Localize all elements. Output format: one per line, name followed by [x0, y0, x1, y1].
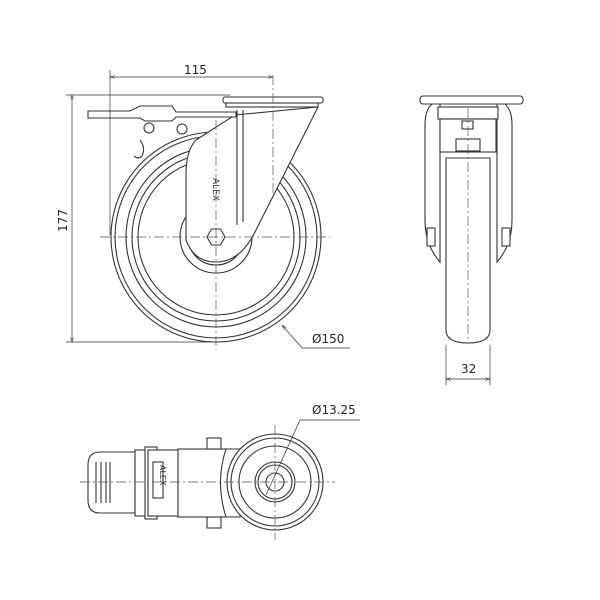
- bottom-view: ALEX Ø13.25: [80, 403, 360, 540]
- side-view: 32: [419, 95, 524, 385]
- fork-front: ALEX: [185, 96, 324, 263]
- dimension-wheel-width: 32: [461, 362, 476, 376]
- brand-mark: ALEX: [210, 178, 220, 201]
- dimension-177: 177: [56, 209, 70, 232]
- dimension-115: 115: [184, 63, 207, 77]
- front-view: ALEX 115 177 Ø150: [56, 63, 350, 350]
- dimension-bore-diameter: Ø13.25: [312, 403, 356, 417]
- svg-text:ALEX: ALEX: [158, 465, 167, 486]
- dimension-wheel-diameter: Ø150: [312, 332, 344, 346]
- brake-lever: [87, 105, 237, 159]
